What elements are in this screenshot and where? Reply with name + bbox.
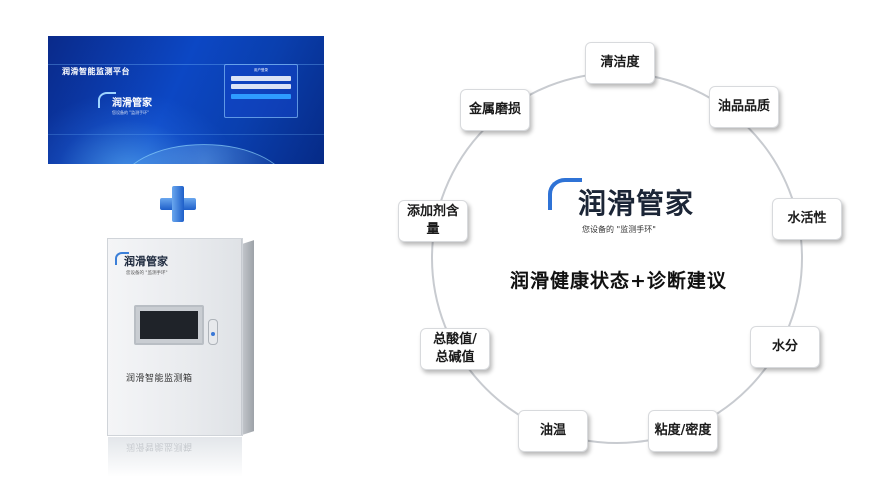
monitoring-cabinet: 润滑管家 您设备的 "监测手环" 润滑智能监测箱 <box>108 239 242 435</box>
username-field[interactable] <box>231 76 291 81</box>
center-caption: 润滑健康状态+诊断建议 <box>510 270 727 292</box>
node-cleanliness: 清洁度 <box>585 42 655 84</box>
cabinet-reflection: 润滑智能监测箱 <box>108 437 242 477</box>
platform-screenshot: 润滑智能监测平台 润滑管家 您设备的 "监测手环" 用户登录 <box>48 36 324 164</box>
cabinet-label: 润滑智能监测箱 <box>126 374 193 384</box>
platform-title: 润滑智能监测平台 <box>62 67 130 76</box>
login-title: 用户登录 <box>254 68 268 72</box>
center-logo-name: 润滑管家 <box>578 187 695 220</box>
logo-swoosh-icon <box>98 92 116 108</box>
platform-logo-name: 润滑管家 <box>112 98 152 109</box>
decor-line <box>48 64 324 65</box>
node-moisture: 水分 <box>750 326 820 368</box>
node-additive-content: 添加剂含量 <box>398 200 468 242</box>
login-panel: 用户登录 <box>224 64 298 118</box>
lock-icon <box>211 332 215 336</box>
platform-logo: 润滑管家 您设备的 "监测手环" <box>98 92 152 116</box>
center-logo: 润滑管家 您设备的 "监测手环" <box>548 178 695 235</box>
touchscreen-display <box>140 311 198 339</box>
login-button[interactable] <box>231 94 291 99</box>
node-metal-wear: 金属磨损 <box>460 89 530 131</box>
center-logo-slogan: 您设备的 "监测手环" <box>582 225 656 234</box>
logo-swoosh-icon <box>548 178 582 210</box>
node-oil-temperature: 油温 <box>518 410 588 452</box>
node-viscosity-density: 粘度/密度 <box>648 410 718 452</box>
logo-swoosh-icon <box>115 252 129 265</box>
cabinet-logo-name: 润滑管家 <box>124 255 168 268</box>
plus-icon <box>160 186 196 222</box>
node-acid-base-number: 总酸值/总碱值 <box>420 328 490 370</box>
password-field[interactable] <box>231 84 291 89</box>
cabinet-touchscreen <box>134 305 204 345</box>
cabinet-logo-slogan: 您设备的 "监测手环" <box>126 271 168 276</box>
cabinet-door-handle <box>208 319 218 345</box>
cabinet-logo: 润滑管家 您设备的 "监测手环" <box>115 252 168 276</box>
node-oil-quality: 油品品质 <box>709 86 779 128</box>
node-water-activity: 水活性 <box>772 198 842 240</box>
platform-logo-slogan: 您设备的 "监测手环" <box>112 110 149 115</box>
plus-vertical <box>172 186 184 222</box>
